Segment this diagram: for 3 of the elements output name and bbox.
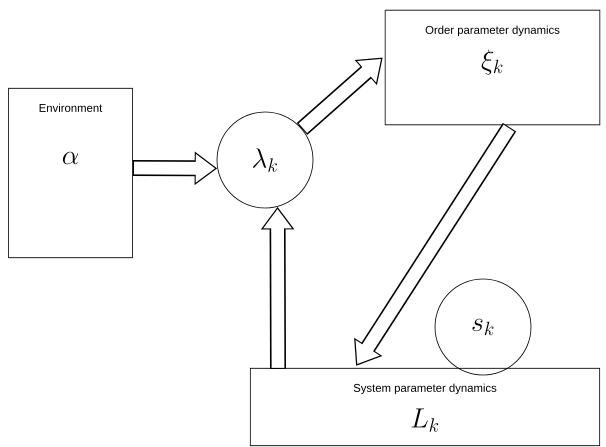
process-box: Environment $\alpha$	[8, 88, 133, 258]
process-box: Order parameter dynamics $\xi_k$	[384, 10, 600, 126]
process-box: System parameter dynamics $L_k$	[250, 368, 600, 446]
